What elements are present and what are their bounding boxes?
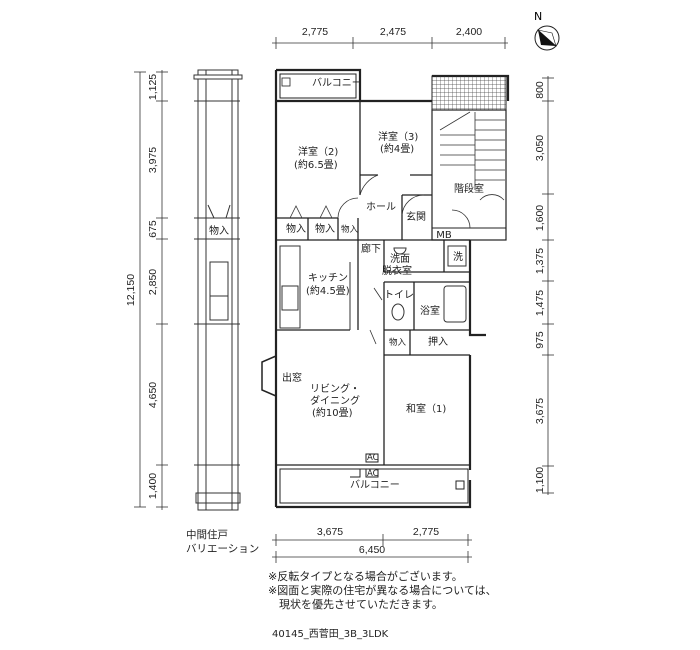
- left-dim-5: 4,650: [147, 382, 159, 408]
- right-dim-3: 1,600: [534, 205, 546, 231]
- left-dim-3: 675: [147, 220, 159, 238]
- balcony-bottom-label: バルコニー: [350, 479, 400, 491]
- bottom-dimension-line: [272, 534, 472, 563]
- interior-walls: [276, 73, 470, 466]
- right-dim-7: 3,675: [534, 398, 546, 424]
- yoshitsu3-size: (約4畳): [380, 142, 414, 155]
- left-dim-1: 1,125: [147, 74, 159, 100]
- living-size: (約10畳): [312, 406, 353, 419]
- ac1-label: AC: [367, 453, 379, 463]
- door-swings: [289, 174, 471, 345]
- left-dim-6: 1,400: [147, 473, 159, 499]
- top-dim-1: 2,775: [302, 26, 328, 38]
- bottom-total-dim: 6,450: [359, 544, 385, 556]
- oshiire-label: 押入: [428, 335, 448, 348]
- yoshitsu2-label: 洋室（2): [298, 145, 338, 158]
- top-dimension-line: [272, 37, 508, 49]
- left-total-dim: 12,150: [125, 274, 137, 306]
- note-line-2: ※図面と実際の住宅が異なる場合については、: [268, 584, 497, 597]
- balcony-top-label: バルコニー: [312, 77, 362, 89]
- note-line-1: ※反転タイプとなる場合がございます。: [268, 570, 463, 583]
- kitchen-counter: [279, 245, 351, 330]
- hall-label: ホール: [366, 201, 396, 213]
- genkan-label: 玄関: [406, 210, 426, 223]
- storage-b-label: 物入: [315, 222, 335, 235]
- right-dim-8: 1,100: [534, 467, 546, 493]
- top-dim-2: 2,475: [380, 26, 406, 38]
- stair-hatch: [431, 75, 507, 111]
- toilet-label: トイレ: [384, 290, 414, 301]
- mb-label: MB: [436, 230, 452, 241]
- kitchen-size: (約4.5畳): [306, 284, 350, 297]
- compass-north-label: N: [534, 10, 542, 23]
- left-dim-2: 3,975: [147, 147, 159, 173]
- stair-room: [431, 109, 507, 241]
- stairs-label: 階段室: [454, 182, 484, 195]
- left-dimension-line: [134, 70, 168, 510]
- washbasin-icon: [393, 247, 407, 255]
- yoshitsu2-size: (約6.5畳): [294, 158, 338, 171]
- storage-c-label: 物入: [341, 224, 359, 235]
- washer-label: 洗: [453, 251, 463, 263]
- living-label-1: リビング・: [310, 382, 360, 395]
- ac2-label: AC: [367, 469, 379, 479]
- toilet-icon: [391, 303, 405, 321]
- right-dim-1: 800: [534, 81, 546, 99]
- washitsu-label: 和室（1): [406, 402, 446, 415]
- variation-strip: [193, 69, 243, 511]
- bottom-balcony: [279, 453, 469, 504]
- right-dim-6: 975: [534, 331, 546, 349]
- plan-code: 40145_西菅田_3B_3LDK: [272, 629, 389, 640]
- variation-label: 中間住戸 バリエーション: [186, 528, 259, 556]
- left-dim-4: 2,850: [147, 269, 159, 295]
- living-label-2: ダイニング: [310, 394, 360, 407]
- storage-d-label: 物入: [389, 337, 407, 348]
- top-dim-3: 2,400: [456, 26, 482, 38]
- variation-label-line2: バリエーション: [186, 543, 260, 555]
- corridor-label: 廊下: [361, 242, 381, 255]
- variation-label-line1: 中間住戸: [186, 529, 228, 541]
- kitchen-label: キッチン: [308, 272, 348, 284]
- bay-window: [261, 355, 277, 397]
- bath-label: 浴室: [420, 304, 440, 317]
- bottom-dim-1: 3,675: [317, 526, 343, 538]
- right-dimension-line: [542, 76, 554, 495]
- datsuishitsu-label: 脱衣室: [382, 264, 412, 277]
- stair-steps: [439, 111, 505, 201]
- side-storage-label: 物入: [209, 224, 229, 237]
- demado-label: 出窓: [282, 371, 302, 384]
- storage-a-label: 物入: [286, 222, 306, 235]
- yoshitsu3-label: 洋室（3): [378, 130, 418, 143]
- right-dim-2: 3,050: [534, 135, 546, 161]
- north-compass-icon: [534, 25, 560, 51]
- bottom-dim-2: 2,775: [413, 526, 439, 538]
- right-dim-5: 1,475: [534, 290, 546, 316]
- senmen-label: 洗面: [390, 253, 410, 265]
- bathtub-icon: [443, 285, 467, 323]
- washer-box: [447, 245, 467, 267]
- note-line-3: 現状を優先させていただきます。: [268, 598, 443, 611]
- right-dim-4: 1,375: [534, 248, 546, 274]
